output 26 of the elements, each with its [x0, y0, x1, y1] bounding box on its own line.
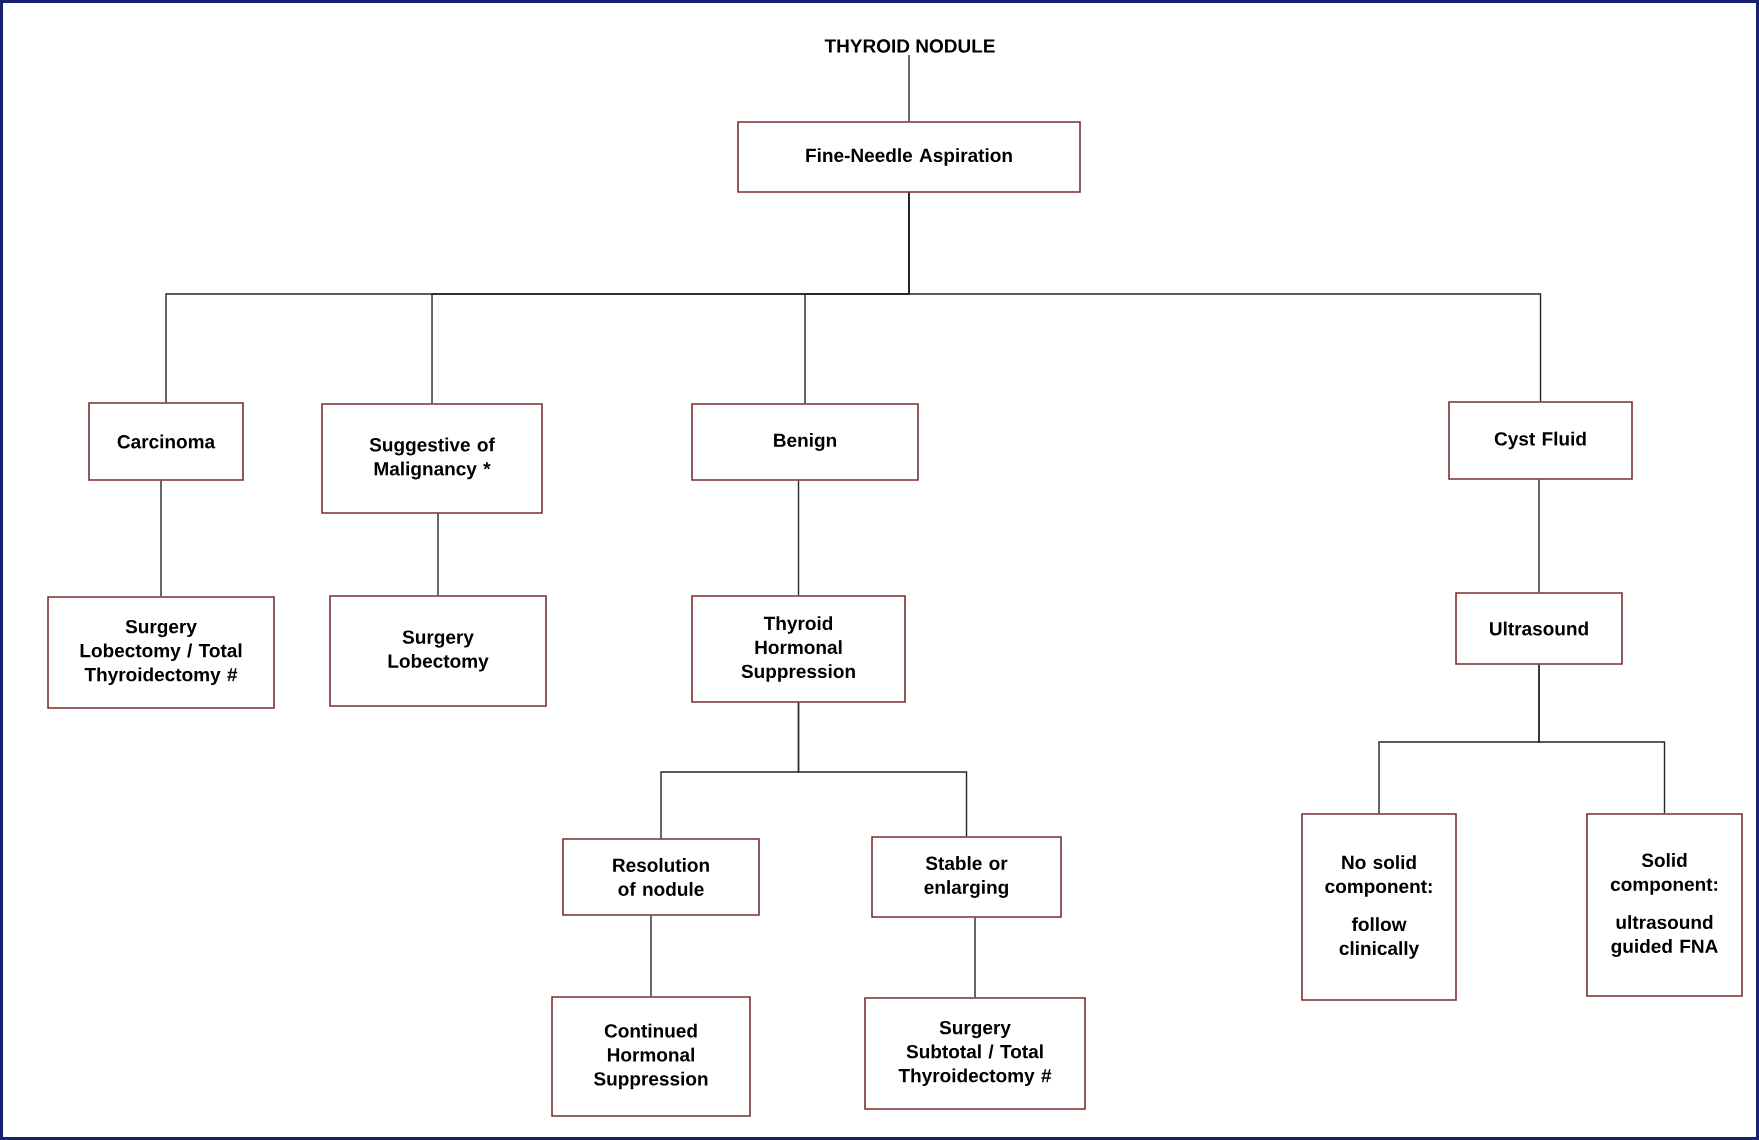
connector-line: [1538, 664, 1666, 814]
process-box: Suggestive of Malignancy *: [321, 403, 543, 514]
process-box: Thyroid Hormonal Suppression: [691, 595, 906, 703]
process-box: Ultrasound: [1455, 592, 1623, 665]
connector-line: [437, 513, 439, 596]
process-box: Cyst Fluid: [1448, 401, 1633, 480]
connector-line: [974, 917, 976, 998]
heading-text: THYROID NODULE: [824, 39, 995, 53]
connector-line: [797, 480, 800, 596]
connector-line: [797, 702, 968, 837]
process-box: Solid component: ultrasound guided FNA: [1586, 813, 1743, 997]
process-box: No solid component: follow clinically: [1301, 813, 1457, 1001]
connector-line: [160, 480, 162, 597]
process-box: Benign: [691, 403, 919, 481]
process-box: Resolution of nodule: [562, 838, 760, 916]
connector-line: [908, 192, 1542, 402]
process-box: Surgery Lobectomy: [329, 595, 547, 707]
connector-line: [908, 54, 910, 122]
process-box: Continued Hormonal Suppression: [551, 996, 751, 1117]
process-box: Surgery Subtotal / Total Thyroidectomy #: [864, 997, 1086, 1110]
connector-line: [650, 915, 652, 997]
process-box: Carcinoma: [88, 402, 244, 481]
process-box: Surgery Lobectomy / Total Thyroidectomy #: [47, 596, 275, 709]
process-box: Stable or enlarging: [871, 836, 1062, 918]
process-box: Fine-Needle Aspiration: [737, 121, 1081, 193]
connector-line: [1538, 479, 1540, 593]
